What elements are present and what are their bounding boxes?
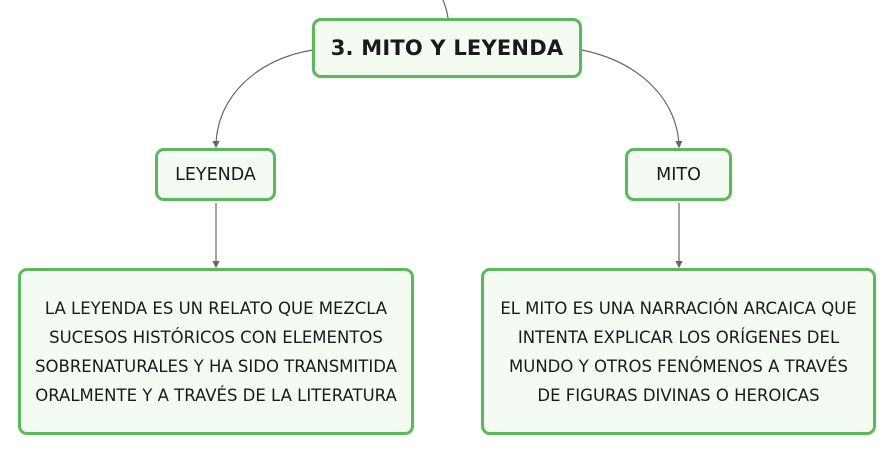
leyenda-description-text: LA LEYENDA ES UN RELATO QUE MEZCLA SUCES…	[35, 298, 397, 405]
node-leyenda-description[interactable]: LA LEYENDA ES UN RELATO QUE MEZCLA SUCES…	[18, 268, 414, 435]
connector-root-to-leyenda	[212, 49, 314, 149]
node-mito[interactable]: MITO	[625, 148, 732, 201]
node-mito-description[interactable]: EL MITO ES UNA NARRACIÓN ARCAICA QUE INT…	[481, 268, 876, 435]
node-leyenda[interactable]: LEYENDA	[155, 148, 276, 201]
connector-root-to-mito	[581, 49, 683, 149]
node-mito-label: MITO	[656, 164, 701, 185]
root-node-label: 3. MITO Y LEYENDA	[330, 36, 564, 60]
root-node[interactable]: 3. MITO Y LEYENDA	[312, 18, 582, 78]
mito-description-text: EL MITO ES UNA NARRACIÓN ARCAICA QUE INT…	[500, 298, 857, 405]
node-leyenda-label: LEYENDA	[175, 164, 256, 185]
connector-parent-to-root	[442, 0, 449, 19]
